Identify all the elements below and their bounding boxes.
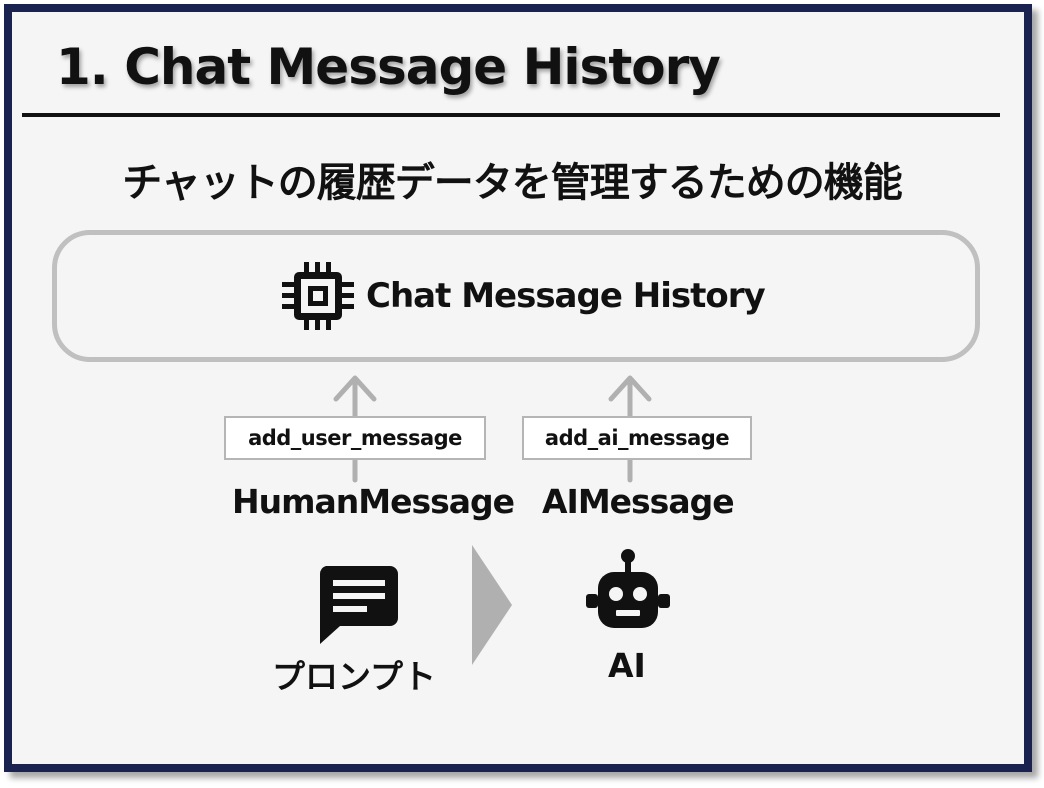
human-message-label: HumanMessage [232,482,515,521]
chat-bubble-icon [319,566,398,644]
ai-message-label: AIMessage [542,482,735,521]
robot-icon [586,549,670,628]
add-ai-message-box: add_ai_message [522,416,752,460]
prompt-label: プロンプト [272,657,437,696]
chevron-right-icon [472,545,512,665]
add-user-message-box: add_user_message [224,416,486,460]
ai-label: AI [608,646,646,685]
slide [4,4,1032,772]
chat-message-history-box [52,230,980,362]
page-title: 1. Chat Message History [56,38,721,96]
chat-message-history-label: Chat Message History [366,276,766,316]
chip-icon [282,262,354,330]
subtitle: チャットの履歴データを管理するための機能 [122,160,903,206]
title-divider [22,113,1000,117]
